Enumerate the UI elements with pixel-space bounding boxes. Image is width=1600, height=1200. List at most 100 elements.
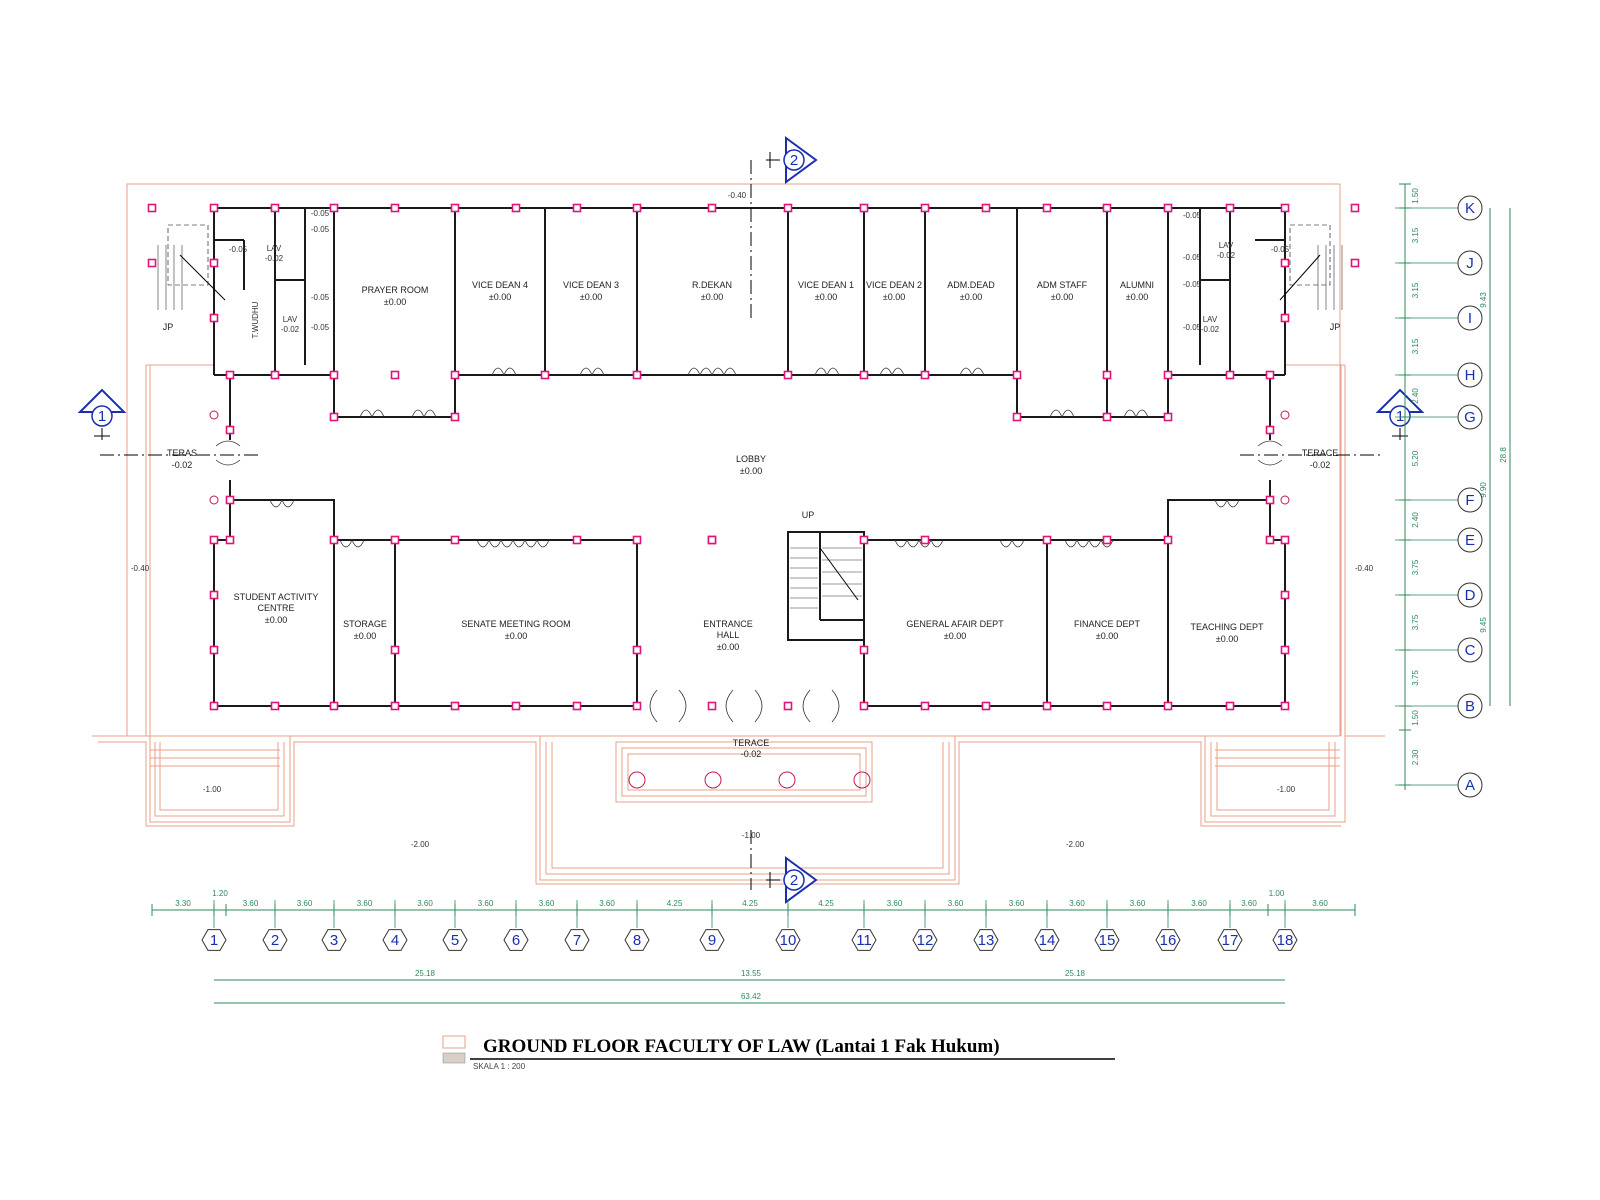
grid-column-label: 8 — [633, 932, 641, 949]
column-marker — [390, 701, 400, 711]
room-general-level: ±0.00 — [944, 631, 966, 641]
column-marker — [1265, 495, 1275, 505]
dim-bottom-value: 3.60 — [1312, 899, 1328, 908]
column-marker — [1280, 645, 1290, 655]
column-marker — [1265, 370, 1275, 380]
dim-bottom-value: 3.60 — [1130, 899, 1146, 908]
grid-column-label: 1 — [210, 932, 218, 949]
column-marker — [270, 203, 280, 213]
teras-left-level: -0.02 — [172, 460, 193, 470]
column-marker — [1265, 535, 1275, 545]
column-marker — [450, 701, 460, 711]
column-marker — [209, 258, 219, 268]
column-marker — [209, 535, 219, 545]
section-top-label: 2 — [790, 152, 798, 169]
column-marker — [209, 313, 219, 323]
dim-right-total-3: 9.45 — [1479, 617, 1488, 633]
section-marker-top: 2 — [766, 136, 818, 184]
room-senate-name: SENATE MEETING ROOM — [461, 619, 570, 629]
grid-row-label: E — [1465, 532, 1475, 549]
column-marker — [981, 203, 991, 213]
dim-right-value: 1.50 — [1411, 188, 1420, 204]
lav-right-top-level: -0.02 — [1217, 251, 1236, 260]
column-marker — [1225, 701, 1235, 711]
column-marker — [1163, 701, 1173, 711]
dim-bottom-value: 4.25 — [667, 899, 683, 908]
column-marker — [225, 370, 235, 380]
column-marker — [1225, 203, 1235, 213]
column-marker — [572, 203, 582, 213]
column-marker — [1102, 370, 1112, 380]
stair-up-label: UP — [802, 510, 815, 520]
column-marker — [632, 370, 642, 380]
dim-right-value: 5.20 — [1411, 450, 1420, 466]
right-dimensions: 1.503.153.153.152.405.202.403.753.753.75… — [1399, 183, 1420, 786]
dim-right-total-2: 28.8 — [1499, 447, 1508, 463]
dim-right-value: 2.40 — [1411, 388, 1420, 404]
terace-right-name: TERACE — [1302, 448, 1339, 458]
column-marker — [390, 203, 400, 213]
terrace-outline — [92, 183, 1385, 885]
grid-column-5: 5 — [442, 900, 468, 951]
column-marker — [783, 203, 793, 213]
room-general-name: GENERAL AFAIR DEPT — [906, 619, 1004, 629]
lav-left-bot-level: -0.02 — [281, 325, 300, 334]
room-admdead-level: ±0.00 — [960, 292, 982, 302]
room-dekan-name: R.DEKAN — [692, 280, 732, 290]
column-marker — [1012, 412, 1022, 422]
dim-right-value: 3.15 — [1411, 227, 1420, 243]
level-wc-right-1: -0.05 — [1183, 253, 1202, 262]
grid-row-label: J — [1466, 255, 1474, 272]
column-marker — [329, 701, 339, 711]
lav-right-bot-level: -0.02 — [1201, 325, 1220, 334]
grid-column-17: 17 — [1217, 900, 1243, 951]
dim-total-all: 63.42 — [741, 992, 762, 1001]
room-vicedean2-level: ±0.00 — [883, 292, 905, 302]
section-bottom-label: 2 — [790, 872, 798, 889]
level-left-side: -0.40 — [131, 564, 150, 573]
grid-row-label: K — [1465, 200, 1475, 217]
level-right-low: -1.00 — [1277, 785, 1296, 794]
dim-right-total-0: 9.43 — [1479, 292, 1488, 308]
level-wc-left-3: -0.05 — [311, 293, 330, 302]
column-marker — [1102, 412, 1112, 422]
column-marker — [920, 701, 930, 711]
room-labels: PRAYER ROOM ±0.00 VICE DEAN 4 ±0.00 VICE… — [163, 241, 1341, 759]
level-wc-left-1: -0.05 — [311, 209, 330, 218]
grid-column-11: 11 — [851, 900, 877, 951]
level-wc-left-0: -0.05 — [229, 245, 248, 254]
column-marker — [209, 590, 219, 600]
section-marker-left: 1 — [77, 388, 127, 440]
column-marker — [1350, 203, 1360, 213]
column-marker — [450, 412, 460, 422]
level-right-side: -0.40 — [1355, 564, 1374, 573]
grid-column-14: 14 — [1034, 900, 1060, 951]
grid-column-18: 18 — [1272, 900, 1298, 951]
grid-row-label: H — [1465, 367, 1476, 384]
room-lobby-name: LOBBY — [736, 454, 766, 464]
grid-column-13: 13 — [973, 900, 999, 951]
grid-column-label: 12 — [917, 932, 934, 949]
dim-bottom-value: 3.60 — [417, 899, 433, 908]
grid-column-15: 15 — [1094, 900, 1120, 951]
dim-bottom-value: 3.60 — [297, 899, 313, 908]
column-marker — [1042, 701, 1052, 711]
dim-right-value: 3.75 — [1411, 559, 1420, 575]
grid-column-label: 9 — [708, 932, 716, 949]
column-marker — [783, 701, 793, 711]
grid-row-label: D — [1465, 587, 1476, 604]
grid-column-label: 17 — [1222, 932, 1239, 949]
dim-right-value: 3.75 — [1411, 614, 1420, 630]
column-marker — [225, 495, 235, 505]
column-marker — [270, 701, 280, 711]
grid-column-3: 3 — [321, 900, 347, 951]
room-sac-name-2: CENTRE — [257, 603, 294, 613]
grid-row-D: D — [1395, 582, 1483, 608]
grid-row-B: B — [1395, 693, 1483, 719]
column-marker — [1102, 535, 1112, 545]
title-block: GROUND FLOOR FACULTY OF LAW (Lantai 1 Fa… — [442, 1035, 1115, 1071]
column-marker — [390, 370, 400, 380]
column-marker — [209, 203, 219, 213]
room-vicedean1-name: VICE DEAN 1 — [798, 280, 854, 290]
